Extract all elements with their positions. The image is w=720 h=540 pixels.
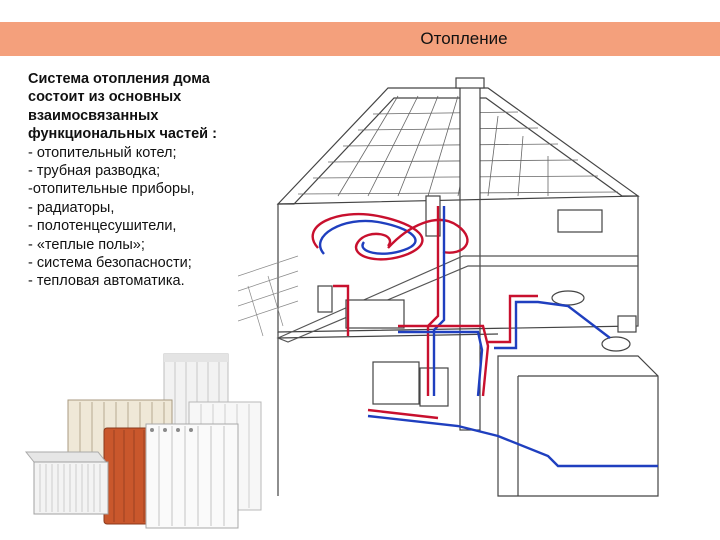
intro-line: функциональных частей : [28, 126, 217, 143]
list-item-boiler: - отопительный котел; [28, 144, 177, 161]
title-bar: Отопление [0, 22, 720, 56]
white-sectional-radiator [145, 423, 239, 529]
basement [497, 355, 659, 497]
intro-paragraph: Система отопления дома состоит из основн… [28, 70, 263, 144]
roof-outline [276, 87, 640, 205]
list-item-warm-floors: - «теплые полы»; [28, 236, 145, 253]
towel-dryer [317, 285, 333, 313]
toilet-tank [617, 315, 637, 333]
floor-tiles [238, 255, 299, 337]
bathtub [345, 299, 405, 329]
boiler [372, 361, 420, 405]
description-text: Система отопления дома состоит из основн… [28, 70, 263, 291]
window-radiator [557, 209, 603, 233]
list-item-towel-dryers: - полотенцесушители, [28, 218, 177, 235]
panel-radiator [24, 451, 109, 515]
intro-line: взаимосвязанных [28, 107, 159, 124]
list-item-radiators: - радиаторы, [28, 199, 115, 216]
radiators-image [24, 353, 262, 529]
intro-line: Система отопления дома [28, 71, 210, 87]
upper-radiator [425, 195, 441, 237]
sink [551, 290, 585, 306]
toilet [601, 336, 631, 352]
intro-line: состоит из основных [28, 89, 182, 106]
upper-wall [277, 195, 639, 333]
list-item-heating-devices: -отопительные приборы, [28, 181, 195, 198]
pipe-network [333, 206, 658, 468]
list-item-piping: - трубная разводка; [28, 163, 161, 180]
slide-title: Отопление [420, 29, 508, 48]
house-heating-diagram [238, 77, 659, 497]
warm-floor-loop [311, 212, 469, 261]
roof-tiles [297, 95, 619, 197]
list-item-automation: - тепловая автоматика. [28, 273, 185, 290]
list-item-safety-system: - система безопасности; [28, 255, 192, 272]
